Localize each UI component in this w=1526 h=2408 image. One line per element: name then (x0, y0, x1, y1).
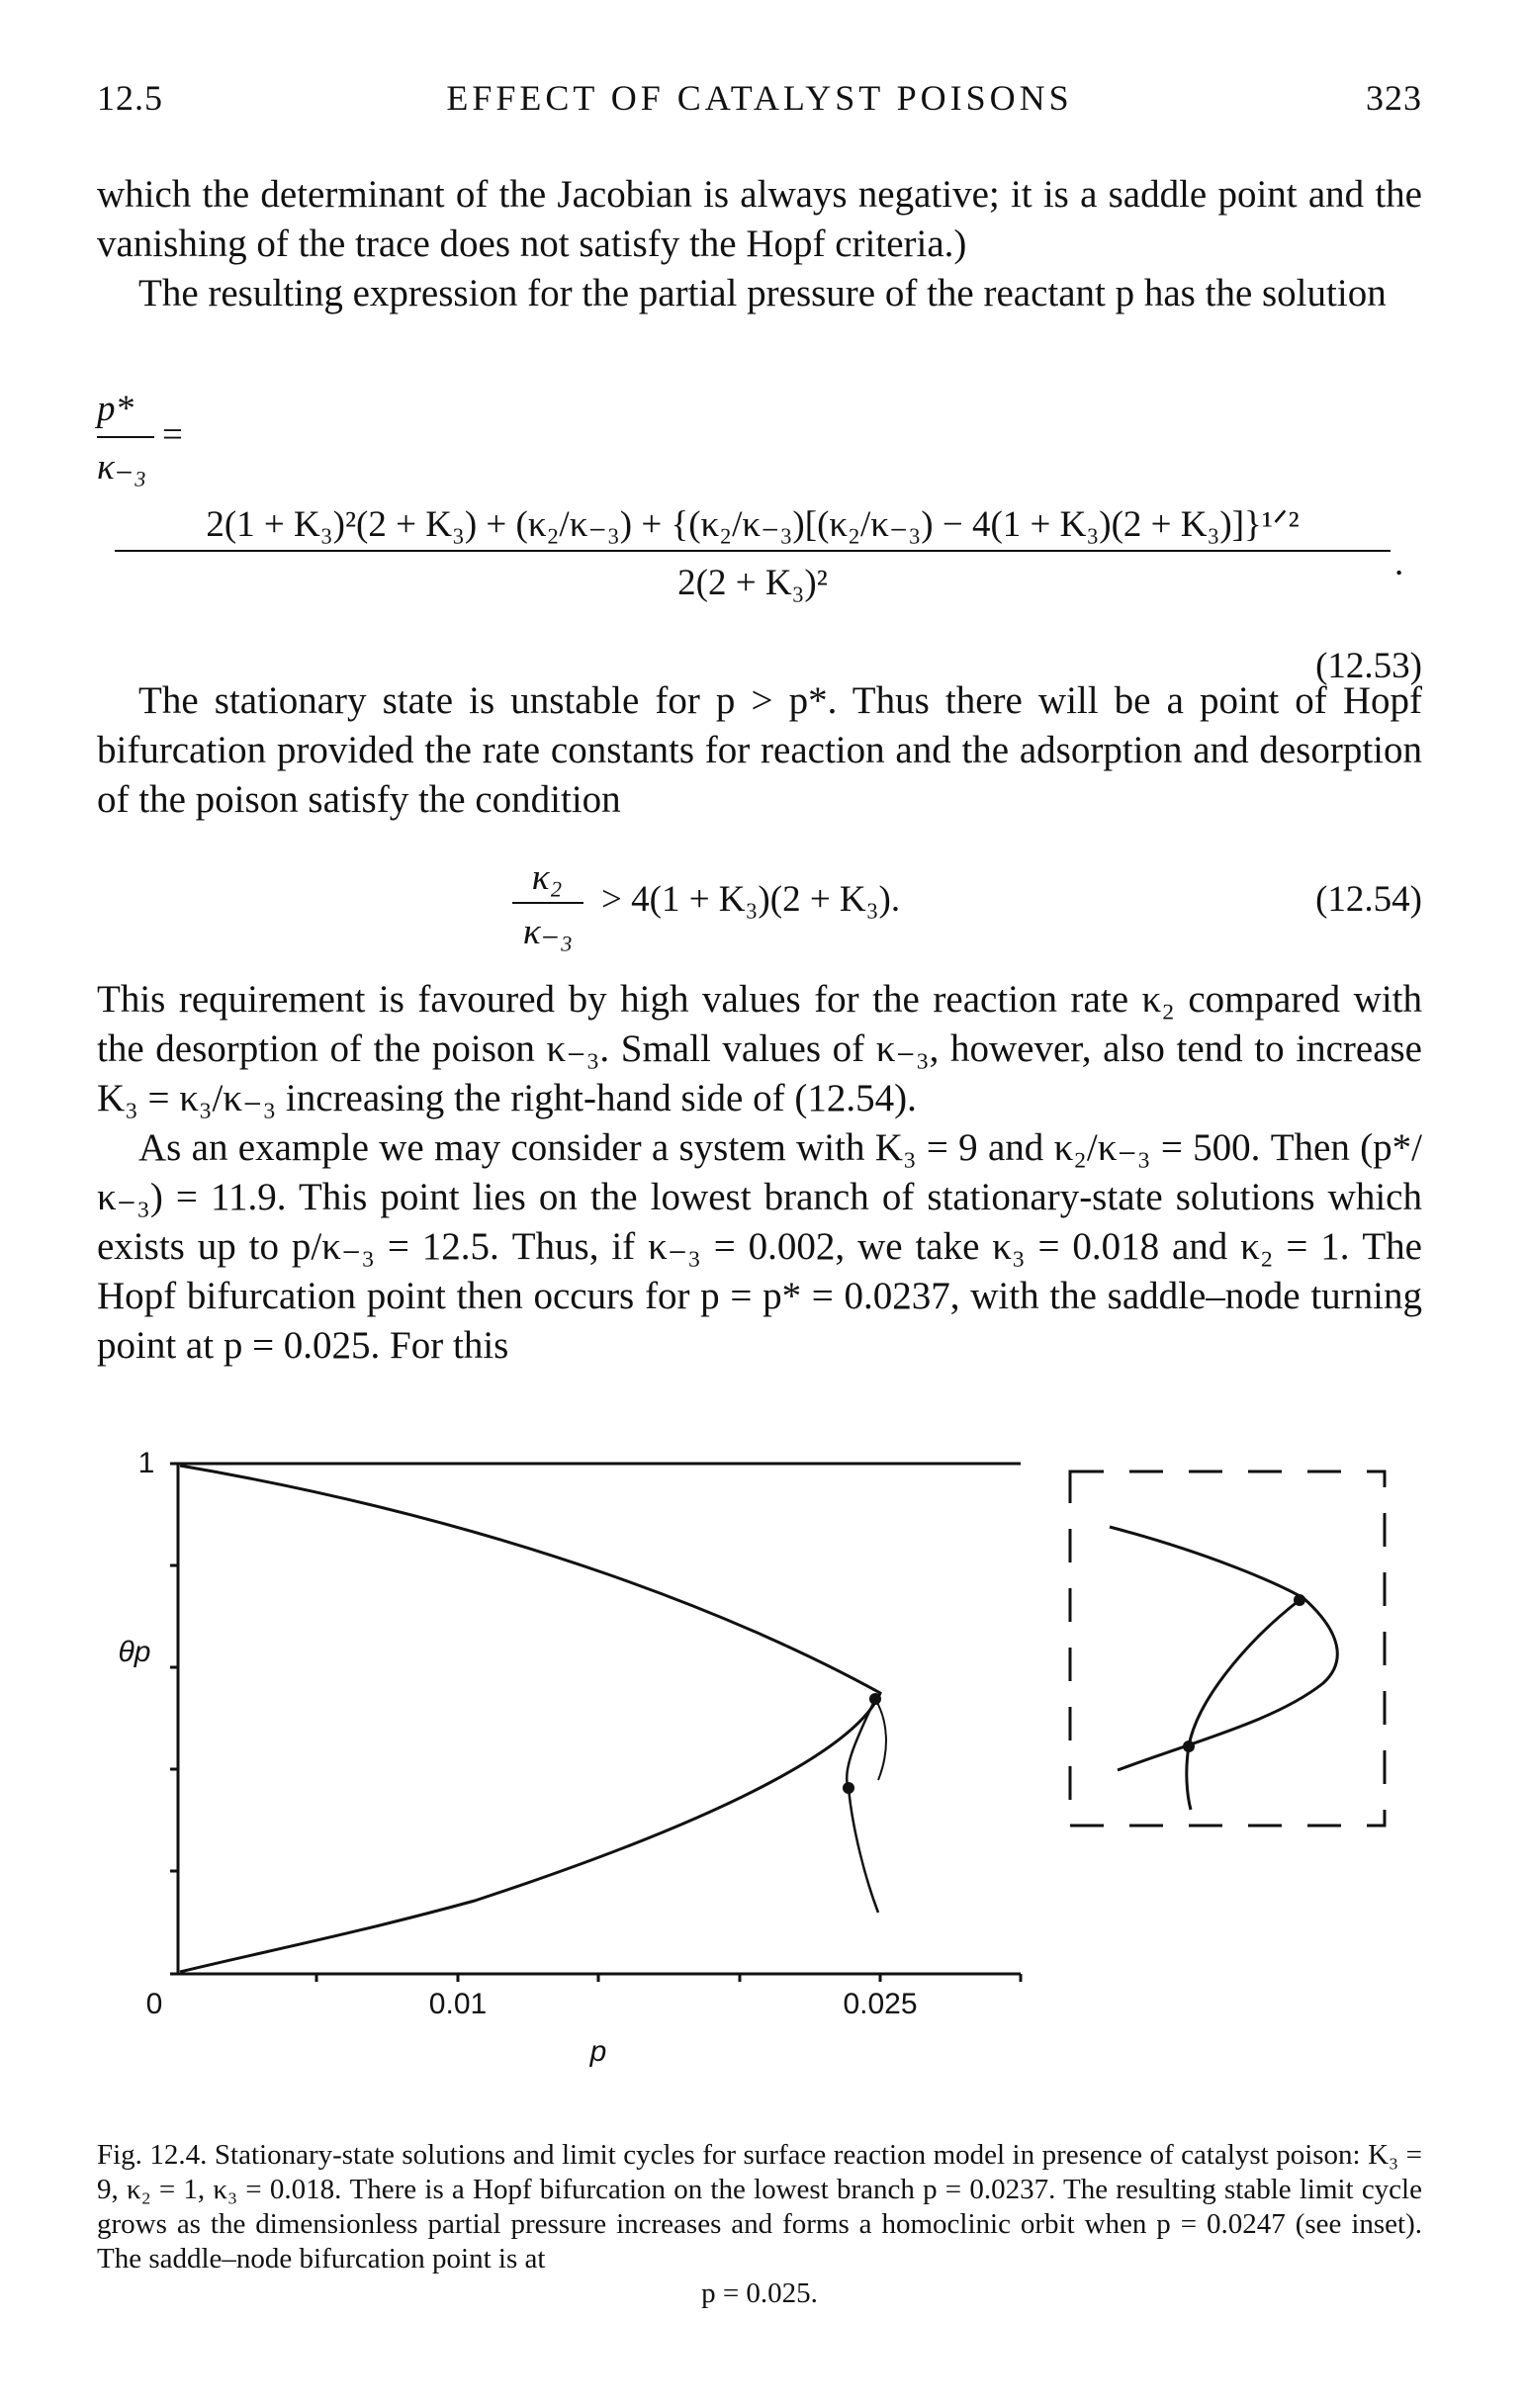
section-number: 12.5 (97, 78, 163, 118)
x-tick-label-0-025: 0.025 (843, 1988, 917, 2020)
eq-rhs-fraction-bar (115, 550, 1391, 552)
eq54-denominator: κ₋₃ (522, 912, 574, 952)
inset-point-lower (1183, 1740, 1195, 1752)
x-axis-label: p (589, 2035, 607, 2068)
y-axis-label: θp (119, 1636, 151, 1668)
x-ticks (314, 1974, 1023, 1982)
running-title: EFFECT OF CATALYST POISONS (446, 78, 1073, 118)
page-number: 323 (1366, 78, 1422, 118)
caption-last-line: p = 0.025. (701, 2277, 818, 2309)
origin-label: 0 (146, 1988, 163, 2020)
eq-lhs-equals: = (162, 414, 183, 455)
inset-point-upper (1294, 1594, 1305, 1606)
inset-box (1068, 1470, 1387, 1828)
limit-cycle-upper-arc (874, 1698, 887, 1781)
x-tick-label-0-01: 0.01 (429, 1988, 487, 2020)
paragraph-jacobian: which the determinant of the Jacobian is… (97, 173, 1422, 265)
hopf-point-upper (869, 1693, 881, 1705)
paragraph-stationary-unstable: The stationary state is unstable for p >… (97, 679, 1422, 821)
paragraph-resulting-expression: The resulting expression for the partial… (138, 272, 1387, 314)
y-tick-label-top: 1 (138, 1447, 155, 1479)
eq-rhs-numerator: 2(1 + K₃)²(2 + K₃) + (κ₂/κ₋₃) + {(κ₂/κ₋₃… (206, 504, 1300, 545)
paragraph-requirement: This requirement is favoured by high val… (97, 978, 1422, 1119)
eq54-numerator: κ₂ (531, 857, 563, 898)
eq-lhs-numerator: p* (97, 389, 134, 429)
hopf-point-lower (843, 1782, 854, 1794)
caption-body: Fig. 12.4. Stationary-state solutions an… (97, 2139, 1422, 2274)
eq54-rhs: > 4(1 + K₃)(2 + K₃). (601, 879, 901, 920)
equation-number-12-53: (12.53) (1315, 646, 1422, 686)
eq-lhs-denominator: κ₋₃ (97, 447, 147, 488)
eq-lhs-fraction-bar (97, 436, 154, 438)
inset-stationary-curve (1109, 1525, 1339, 1772)
running-header: 12.5 EFFECT OF CATALYST POISONS 323 (97, 77, 1422, 127)
inset-homoclinic-orbit (1185, 1598, 1301, 1811)
eq-rhs-denominator: 2(2 + K₃)² (677, 563, 828, 603)
y-ticks (170, 1462, 178, 1976)
eq-trailing-period: . (1394, 543, 1404, 583)
stationary-state-curve (179, 1464, 882, 1974)
figure-caption: Fig. 12.4. Stationary-state solutions an… (97, 2138, 1422, 2311)
paragraph-example: As an example we may consider a system w… (97, 1126, 1422, 1367)
equation-number-12-54: (12.54) (1315, 879, 1422, 920)
eq54-fraction-bar (512, 902, 583, 904)
